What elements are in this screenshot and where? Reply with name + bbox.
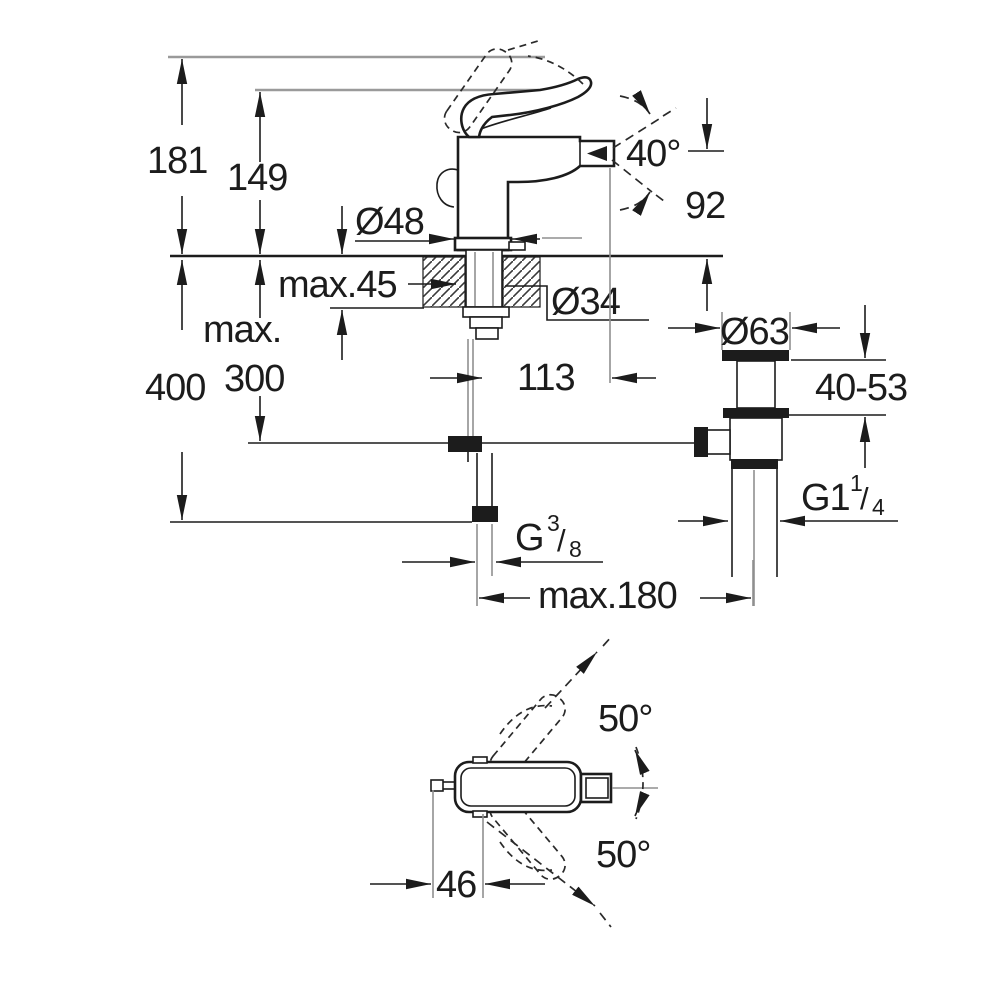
- counter-section: [170, 254, 723, 309]
- spray-outlet-icon: [587, 146, 607, 161]
- dim-label-4053: 40-53: [815, 367, 907, 409]
- faucet-body-plan: [430, 756, 658, 818]
- dim-g114: G1 1 / 4: [678, 470, 898, 527]
- dim-g38: G 3 / 8: [402, 510, 603, 568]
- supply-pipe: [472, 453, 498, 606]
- pop-up-knob: [436, 168, 459, 208]
- dim-label-max: max.: [203, 309, 281, 351]
- dim-label-g38-slash: /: [557, 523, 566, 558]
- lever-raised-outline: [443, 40, 584, 134]
- dim-label-40deg: 40°: [626, 133, 680, 175]
- dim-label-g114-sub: 4: [872, 494, 885, 520]
- dim-label-300: 300: [224, 358, 284, 400]
- dim-max180: max.180: [479, 560, 754, 617]
- dim-label-g38-base: G: [515, 517, 544, 559]
- faucet-body: [436, 135, 616, 252]
- dim-label-max180: max.180: [538, 575, 677, 617]
- dim-113: 113: [430, 168, 656, 399]
- dim-label-50deg-top: 50°: [598, 698, 652, 740]
- dim-181: 181: [147, 59, 208, 254]
- dim-max45: max.45: [278, 206, 456, 360]
- dim-149: 149: [227, 92, 288, 254]
- mounting-shank: [462, 249, 510, 340]
- dim-label-g38-sub: 8: [569, 536, 582, 562]
- dim-angle40: 40°: [611, 90, 681, 216]
- dim-dia63: Ø63: [668, 311, 840, 353]
- dim-label-50deg-bottom: 50°: [596, 834, 650, 876]
- pop-up-rod: [248, 339, 695, 462]
- swivel-outline-upper: [489, 693, 566, 780]
- swivel-outline-lower: [489, 794, 566, 881]
- lever-handle: [459, 76, 593, 139]
- dim-max300: max. 300: [203, 260, 285, 441]
- dim-label-dia63: Ø63: [720, 311, 789, 353]
- dim-label-400: 400: [145, 367, 205, 409]
- dim-label-g38-sup: 3: [547, 510, 560, 536]
- front-view: 181 149 400 max. 300 max.45: [145, 40, 908, 617]
- swivel-arc: [634, 746, 650, 820]
- dim-label-g114-slash: /: [860, 481, 869, 516]
- dim-angle50-lower: 50°: [486, 821, 651, 928]
- dim-label-149: 149: [227, 157, 287, 199]
- dim-46: 46: [370, 790, 545, 906]
- temperature-stop-tab: [430, 779, 444, 792]
- top-view: 50° 50° 46: [370, 635, 658, 928]
- dim-92: 92: [685, 98, 726, 311]
- dim-label-181: 181: [147, 140, 207, 182]
- dim-label-dia48: Ø48: [355, 201, 424, 243]
- dim-dia48: Ø48: [355, 201, 582, 245]
- dim-label-46: 46: [436, 864, 476, 906]
- dim-400: 400: [145, 260, 206, 520]
- dim-4053: 40-53: [783, 305, 908, 468]
- dim-label-max45: max.45: [278, 264, 397, 306]
- dim-label-g114-sup: 1: [850, 470, 863, 496]
- dim-label-g114-base: G1: [801, 477, 850, 519]
- pop-up-waste-valve: [694, 350, 789, 606]
- dim-label-92: 92: [685, 185, 725, 227]
- dim-angle50-upper: 50°: [544, 635, 653, 740]
- dim-label-113: 113: [517, 357, 575, 399]
